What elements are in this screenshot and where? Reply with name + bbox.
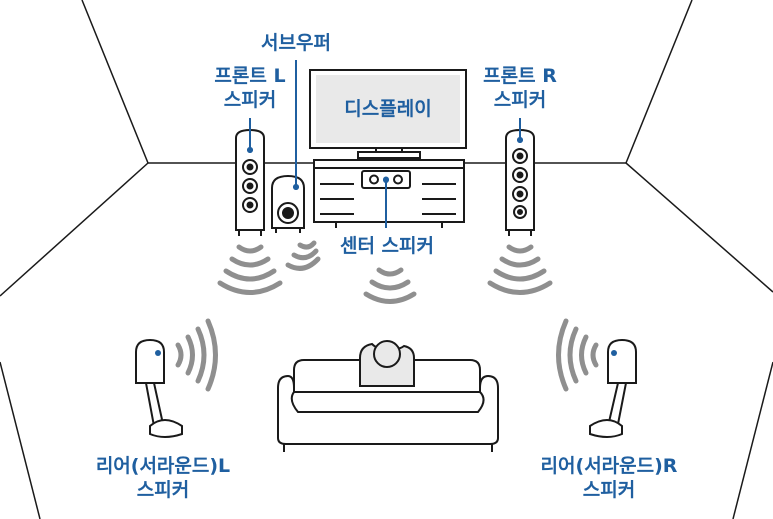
front-right-label-line2: 스피커 bbox=[493, 89, 547, 111]
display-label: 디스플레이 bbox=[316, 97, 460, 121]
rear-right-label: 리어(서라운드)R 스피커 bbox=[524, 454, 694, 502]
rear-left-waves bbox=[175, 318, 218, 392]
front-right-waves bbox=[487, 244, 553, 295]
center-waves bbox=[363, 267, 417, 304]
center-label-text: 센터 스피커 bbox=[339, 235, 434, 257]
subwoofer bbox=[271, 174, 305, 233]
rear-right-label-line2: 스피커 bbox=[582, 479, 636, 501]
front-left-label-line1: 프론트 L bbox=[214, 65, 286, 87]
rear-left-label-line2: 스피커 bbox=[136, 479, 190, 501]
sound-waves bbox=[175, 240, 599, 392]
rear-left-label: 리어(서라운드)L 스피커 bbox=[78, 454, 248, 502]
front-left-waves bbox=[217, 244, 283, 295]
front-left-label: 프론트 L 스피커 bbox=[202, 64, 298, 112]
subwoofer-label: 서브우퍼 bbox=[246, 31, 346, 55]
rear-right-waves bbox=[556, 318, 599, 392]
tv-stand bbox=[309, 69, 467, 228]
front-right-label-line1: 프론트 R bbox=[483, 65, 557, 87]
rear-left-label-line1: 리어(서라운드)L bbox=[95, 455, 231, 477]
leader-lines bbox=[249, 60, 521, 228]
leader-dots bbox=[247, 137, 523, 190]
display-label-text: 디스플레이 bbox=[344, 98, 432, 120]
front-left-label-line2: 스피커 bbox=[223, 89, 277, 111]
subwoofer-waves bbox=[285, 240, 321, 271]
rear-left-speaker bbox=[135, 338, 183, 438]
sofa bbox=[277, 340, 499, 452]
center-label: 센터 스피커 bbox=[326, 234, 448, 258]
rear-right-label-line1: 리어(서라운드)R bbox=[540, 455, 678, 477]
front-right-label: 프론트 R 스피커 bbox=[470, 64, 570, 112]
rear-right-speaker bbox=[589, 338, 637, 438]
front-left-speaker bbox=[235, 128, 265, 236]
subwoofer-label-text: 서브우퍼 bbox=[261, 32, 331, 54]
front-right-speaker bbox=[505, 128, 535, 236]
